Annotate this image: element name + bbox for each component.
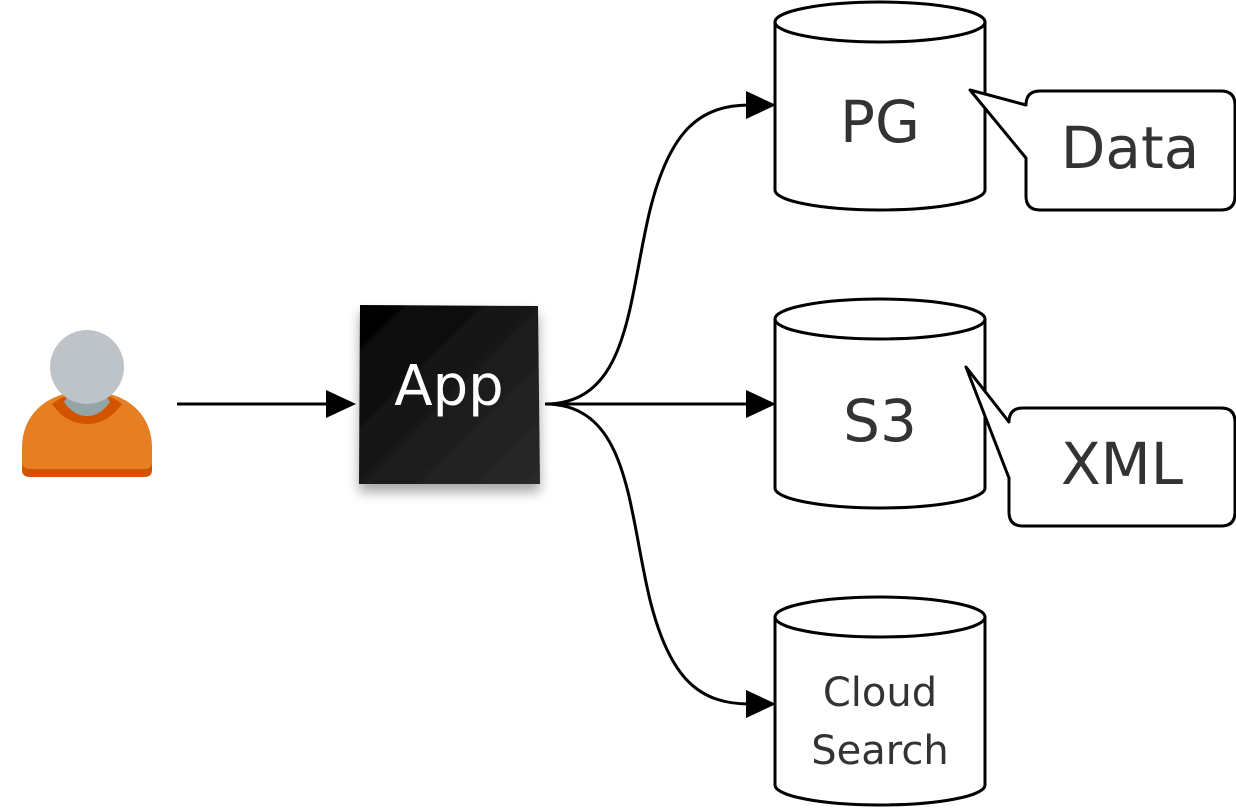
edge-user-to-app [177, 390, 356, 418]
data-callout-label: Data [1061, 114, 1200, 182]
s3-label: S3 [843, 387, 917, 455]
pg-label: PG [840, 88, 920, 156]
edge-app-to-s3 [545, 390, 776, 418]
pg-database: PG [773, 0, 987, 212]
edge-app-to-cloud-search [544, 402, 776, 718]
data-callout: Data [968, 88, 1236, 212]
xml-callout-label: XML [1061, 430, 1183, 498]
cloud-search-label-line1: Cloud [823, 670, 937, 716]
cloud-search-database: Cloud Search [773, 595, 987, 807]
s3-database: S3 [773, 297, 987, 510]
xml-callout: XML [964, 365, 1236, 528]
edge-app-to-pg [544, 91, 776, 406]
app-node: App [359, 305, 540, 484]
cloud-search-label-line2: Search [811, 728, 948, 774]
user-icon [22, 330, 152, 477]
app-label: App [394, 354, 503, 419]
